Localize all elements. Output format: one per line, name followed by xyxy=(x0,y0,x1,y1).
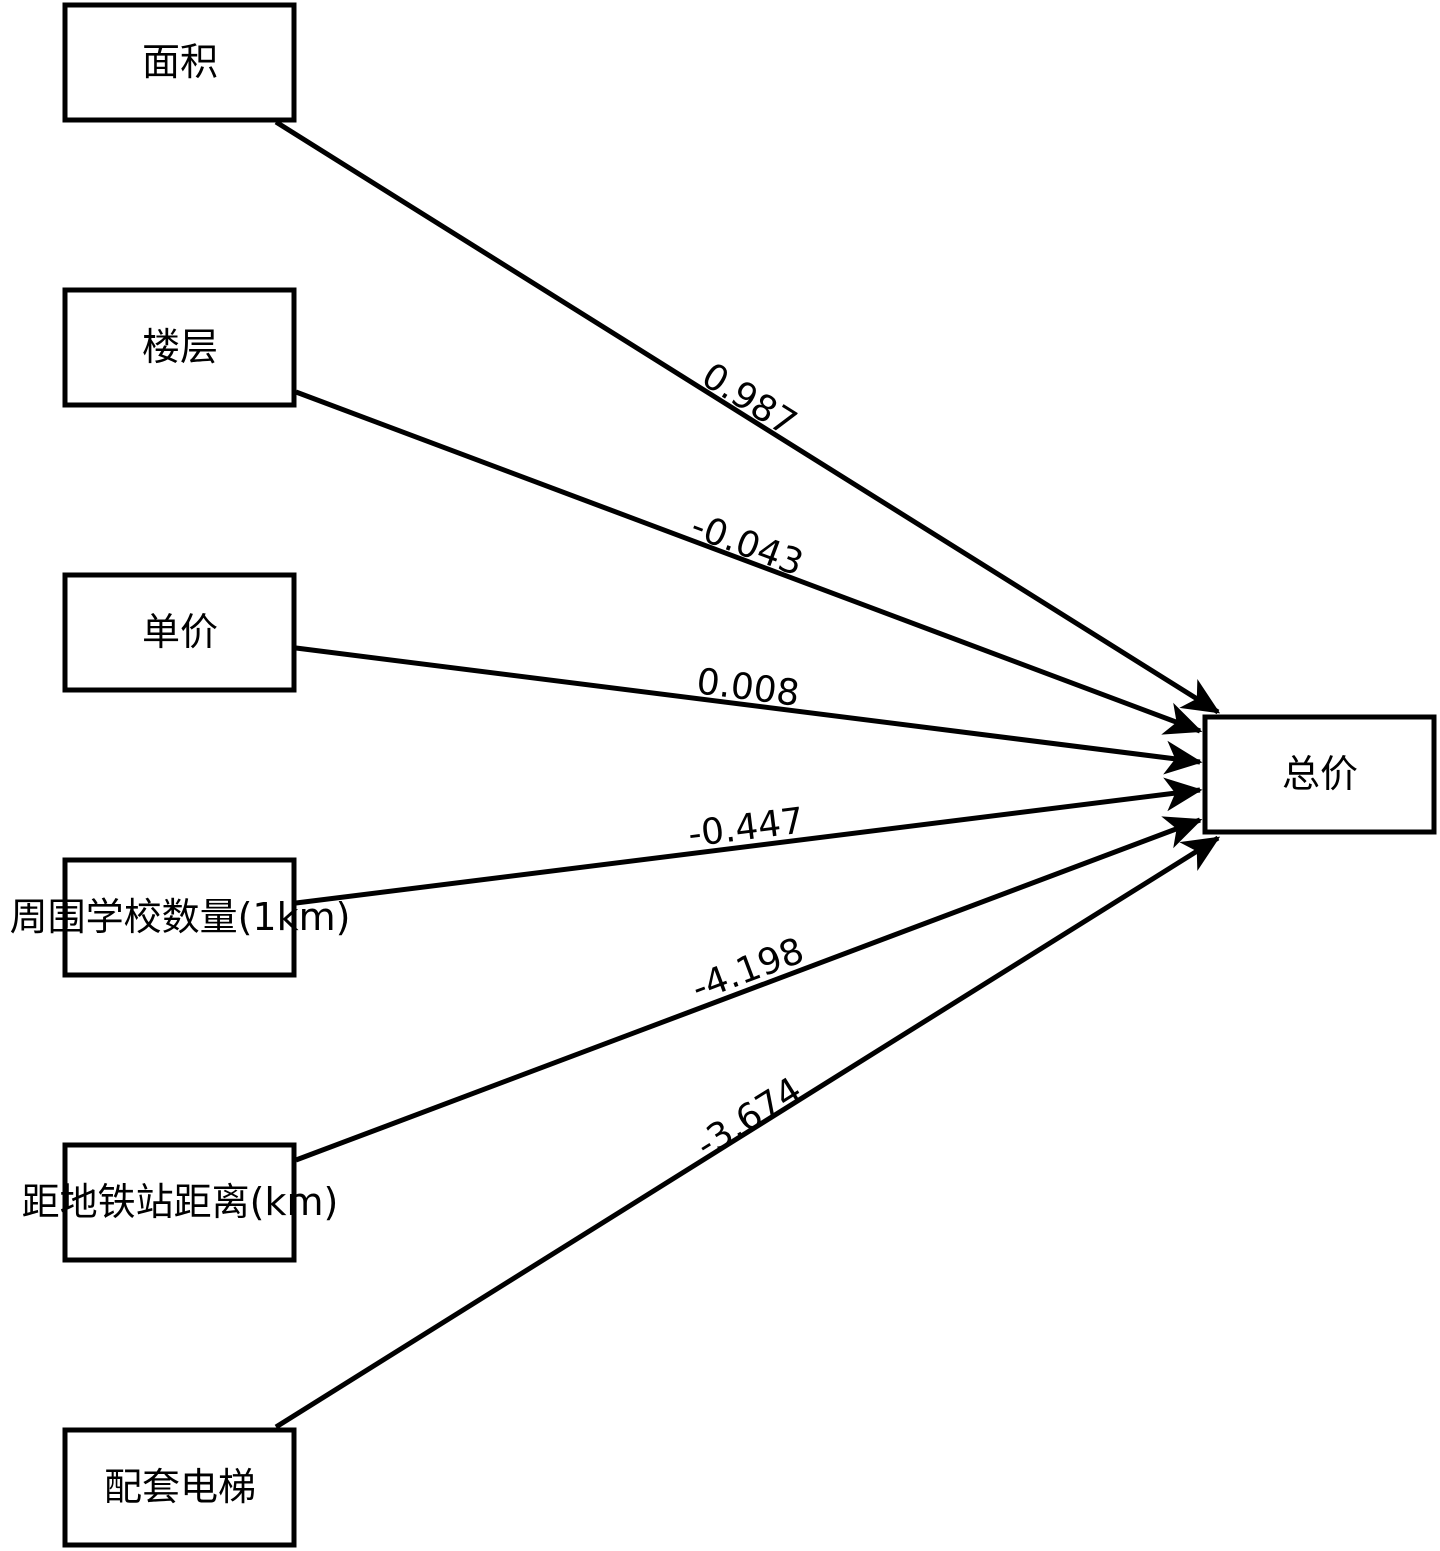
edge-floor-to-total-price xyxy=(295,389,1203,735)
edge-labels-group: 0.987 -0.043 0.008 -0.447 -4.198 -3.674 xyxy=(685,355,809,1166)
source-node-elevator: 配套电梯 xyxy=(62,1427,297,1548)
edge-weight-label-area: 0.987 xyxy=(694,355,803,444)
edge-unit-price-to-total-price xyxy=(295,645,1203,775)
edge-weight-label-unit-price: 0.008 xyxy=(694,661,801,715)
source-node-unit-price: 单价 xyxy=(62,572,297,693)
source-node-label: 面积 xyxy=(142,40,218,84)
source-node-area: 面积 xyxy=(62,2,297,123)
edge-weight-label-elevator: -3.674 xyxy=(689,1070,809,1166)
source-node-metro: 距地铁站距离(km) xyxy=(22,1142,339,1263)
edge-metro-to-total-price xyxy=(295,816,1203,1163)
edge-weight-label-schools: -0.447 xyxy=(686,800,806,855)
source-node-label: 楼层 xyxy=(142,325,218,369)
edge-weight-label-metro: -4.198 xyxy=(686,930,809,1009)
source-node-floor: 楼层 xyxy=(62,287,297,408)
edge-weight-label-floor: -0.043 xyxy=(685,505,808,584)
edge-schools-to-total-price xyxy=(295,777,1203,906)
target-node-total-price: 总价 xyxy=(1202,714,1437,835)
edge-area-to-total-price xyxy=(274,119,1221,715)
source-node-schools: 周围学校数量(1km) xyxy=(10,857,351,978)
source-node-label: 距地铁站距离(km) xyxy=(22,1180,339,1224)
target-node-label: 总价 xyxy=(1282,752,1358,796)
edges-group xyxy=(274,119,1221,1430)
edge-elevator-to-total-price xyxy=(274,835,1221,1430)
source-node-label: 单价 xyxy=(142,610,218,654)
source-node-label: 配套电梯 xyxy=(104,1465,256,1509)
source-node-label: 周围学校数量(1km) xyxy=(10,895,351,939)
